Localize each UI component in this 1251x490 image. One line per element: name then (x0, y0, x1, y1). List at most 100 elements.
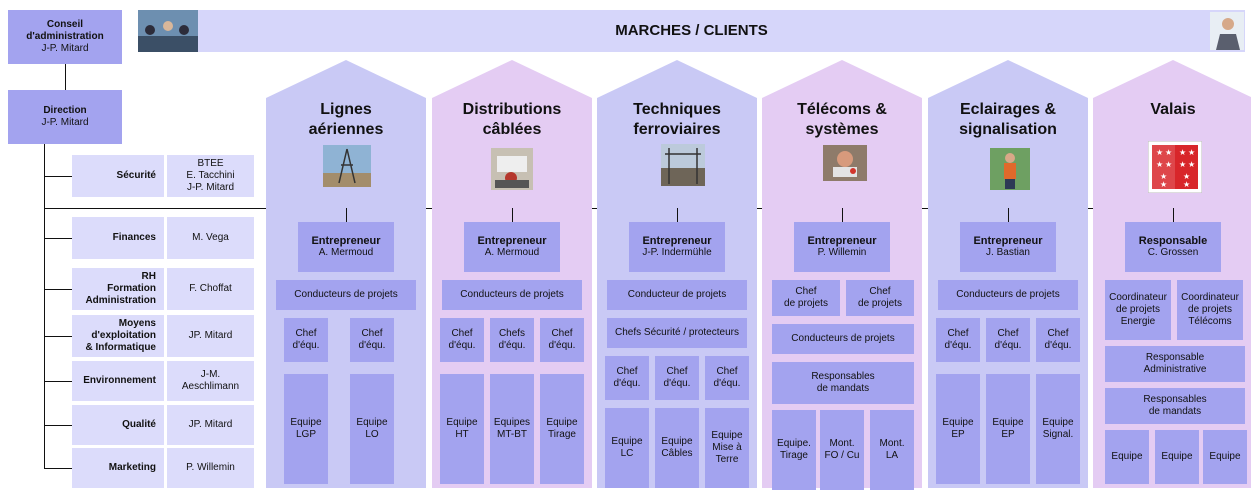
svg-text:★: ★ (1179, 148, 1186, 157)
staff-name: J-M. Aeschlimann (167, 361, 254, 401)
svg-text:★: ★ (1179, 160, 1186, 169)
division-box: Conducteur de projets (607, 280, 747, 310)
staff-connector (44, 238, 72, 239)
division-connector (346, 208, 347, 222)
staff-label: Moyens d'exploitation & Informatique (72, 315, 164, 357)
division-box: Chef de projets (772, 280, 840, 316)
division-box: Equipe LO (350, 374, 394, 484)
division-box: Chef d'équ. (284, 318, 328, 362)
direction-name: J-P. Mitard (41, 117, 89, 128)
division-box: Conducteurs de projets (442, 280, 582, 310)
division-box: Chef d'équ. (440, 318, 484, 362)
division-title: Lignes aériennes (308, 101, 384, 138)
svg-text:★: ★ (1160, 180, 1167, 189)
division-box: Conducteurs de projets (938, 280, 1078, 310)
division-box: Chef de projets (846, 280, 914, 316)
division-connector (677, 208, 678, 222)
staff-connector (44, 425, 72, 426)
cable-work-photo (491, 148, 533, 190)
valais-flag: ★★★★ ★★★★ ★★★★ (1148, 141, 1202, 193)
division-box: Mont. FO / Cu (820, 410, 864, 490)
division-box: Chef d'équ. (655, 356, 699, 400)
division-head-title: Entrepreneur (311, 235, 381, 247)
staff-label: Qualité (72, 405, 164, 445)
meeting-photo (138, 10, 198, 52)
division-head-name: C. Grossen (1147, 247, 1199, 258)
division-box: Equipe (1155, 430, 1199, 484)
board-connector (65, 64, 66, 90)
staff-label: RH Formation Administration (72, 268, 164, 310)
division-box: Equipe (1203, 430, 1247, 484)
market-banner: MARCHES / CLIENTS (138, 10, 1245, 52)
division-box: Equipe LGP (284, 374, 328, 484)
division-box: Chef d'équ. (605, 356, 649, 400)
svg-text:★: ★ (1183, 172, 1190, 181)
division-head-name: J. Bastian (986, 247, 1030, 258)
division-box: Chef d'équ. (540, 318, 584, 362)
staff-connector (44, 381, 72, 382)
board-title: Conseil d'administration (26, 19, 104, 42)
division-title: Distributions câblées (462, 101, 562, 138)
svg-text:★: ★ (1188, 160, 1195, 169)
division-head-name: A. Mermoud (318, 247, 374, 258)
division-box: Equipe. Tirage (772, 410, 816, 490)
svg-text:★: ★ (1156, 160, 1163, 169)
division-box: Responsables de mandats (1105, 388, 1245, 424)
division-connector (842, 208, 843, 222)
staff-label: Environnement (72, 361, 164, 401)
division-box: Coordinateur de projets Energie (1105, 280, 1171, 340)
staff-connector (44, 336, 72, 337)
svg-text:★: ★ (1188, 148, 1195, 157)
division-box: Equipe EP (936, 374, 980, 484)
board-box: Conseil d'administration J-P. Mitard (8, 10, 122, 64)
direction-title: Direction (43, 105, 87, 116)
division-box: Chef d'équ. (1036, 318, 1080, 362)
division-head-title: Entrepreneur (973, 235, 1043, 247)
division-box: Conducteurs de projets (276, 280, 416, 310)
division-connector (512, 208, 513, 222)
division-connector (1173, 208, 1174, 222)
lighting-worker-photo (990, 148, 1030, 190)
staff-label: Sécurité (72, 155, 164, 197)
railway-photo (661, 144, 705, 186)
division-head-title: Entrepreneur (642, 235, 712, 247)
division-box: Chef d'équ. (936, 318, 980, 362)
division-box: Equipe Câbles (655, 408, 699, 488)
manager-photo (1210, 12, 1244, 50)
division-title: Techniques ferroviaires (633, 101, 721, 138)
market-banner-title: MARCHES / CLIENTS (615, 22, 768, 39)
division-title: Eclairages & signalisation (959, 101, 1057, 138)
division-box: Responsable Administrative (1105, 346, 1245, 382)
svg-text:★: ★ (1183, 180, 1190, 189)
division-box: Equipes MT-BT (490, 374, 534, 484)
division-box: Chefs Sécurité / protecteurs (607, 318, 747, 348)
division-head-title: Responsable (1138, 235, 1208, 247)
svg-text:★: ★ (1165, 148, 1172, 157)
board-name: J-P. Mitard (41, 43, 89, 54)
division-head-name: J-P. Indermühle (642, 247, 712, 258)
power-line-photo (323, 145, 371, 187)
division-box: Equipe Mise à Terre (705, 408, 749, 488)
staff-name: BTEE E. Tacchini J-P. Mitard (167, 155, 254, 197)
staff-name: F. Choffat (167, 268, 254, 310)
staff-connector (44, 176, 72, 177)
division-head-name: A. Mermoud (484, 247, 540, 258)
division-box: Equipe EP (986, 374, 1030, 484)
staff-connector (44, 468, 72, 469)
division-head-title: Entrepreneur (807, 235, 877, 247)
staff-name: M. Vega (167, 217, 254, 259)
staff-name: P. Willemin (167, 448, 254, 488)
division-head-name: P. Willemin (817, 247, 867, 258)
division-box: Chef d'équ. (350, 318, 394, 362)
